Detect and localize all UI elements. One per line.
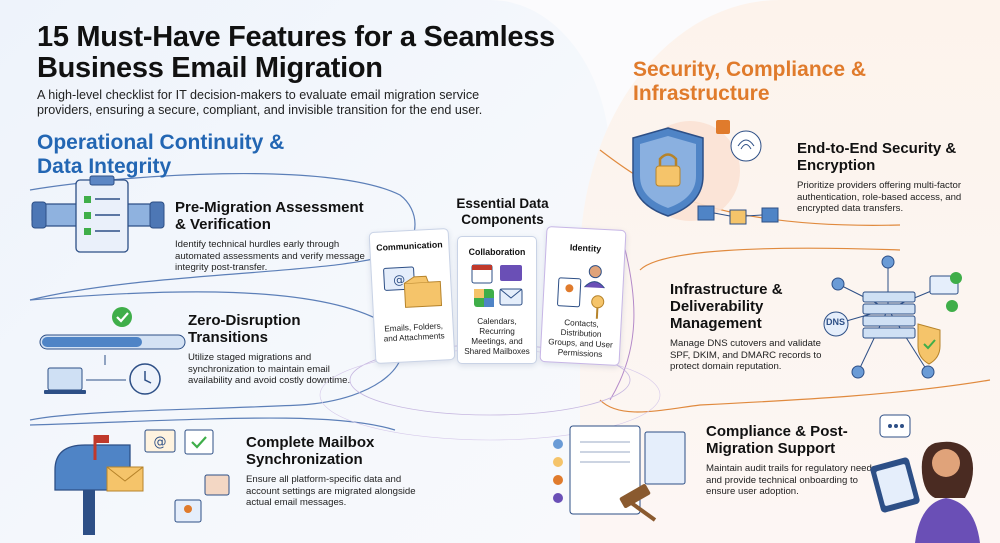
server-network-icon xyxy=(823,255,962,379)
dns-label: DNS xyxy=(826,317,846,327)
feature-title: Zero-Disruption Transitions xyxy=(188,312,301,346)
left-section-heading: Operational Continuity & Data Integrity xyxy=(37,131,285,178)
panel-identity: Identity Contacts, Distribution Groups, … xyxy=(539,225,627,367)
feature-title: End-to-End Security & Encryption xyxy=(797,140,957,174)
panel-desc: Calendars, Recurring Meetings, and Share… xyxy=(464,317,530,356)
feature-mailbox-sync: Complete Mailbox Synchronization Ensure … xyxy=(246,434,416,509)
panel-desc: Emails, Folders, and Attachments xyxy=(383,321,445,344)
essential-data-heading: Essential Data Components xyxy=(456,196,549,227)
feature-infrastructure: Infrastructure & Deliverability Manageme… xyxy=(670,281,830,373)
page-title: 15 Must-Have Features for a Seamless Bus… xyxy=(37,21,555,84)
panel-label: Identity xyxy=(569,242,602,254)
feature-title: Compliance & Post-Migration Support xyxy=(706,423,848,457)
feature-desc: Utilize staged migrations and synchroniz… xyxy=(188,352,351,386)
feature-title: Complete Mailbox Synchronization xyxy=(246,434,375,468)
feature-desc: Identify technical hurdles early through… xyxy=(175,239,365,273)
panel-collaboration: Collaboration Calendars, Recurring Meeti… xyxy=(457,236,537,364)
progress-laptop-clock-icon xyxy=(39,307,186,395)
page-subtitle: A high-level checklist for IT decision-m… xyxy=(37,88,483,117)
svg-text:@: @ xyxy=(154,435,167,450)
feature-title: Infrastructure & Deliverability Manageme… xyxy=(670,281,783,332)
feature-desc: Ensure all platform-specific data and ac… xyxy=(246,474,416,508)
feature-desc: Prioritize providers offering multi-fact… xyxy=(797,180,962,214)
feature-desc: Manage DNS cutovers and validate SPF, DK… xyxy=(670,338,822,372)
email-folder-icon: @ xyxy=(383,266,443,308)
documents-gavel-icon xyxy=(553,425,686,522)
calendar-meet-icon xyxy=(471,264,523,307)
person-tablet-icon xyxy=(870,414,980,543)
clipboard-pipe-icon xyxy=(31,175,165,253)
feature-zero-disruption: Zero-Disruption Transitions Utilize stag… xyxy=(188,312,368,387)
contacts-key-icon xyxy=(557,265,605,319)
shield-lock-icon xyxy=(632,120,779,225)
mailbox-icon: @ xyxy=(54,429,230,535)
panel-label: Collaboration xyxy=(468,247,526,257)
feature-desc: Maintain audit trails for regulatory nee… xyxy=(706,463,877,497)
feature-pre-migration: Pre-Migration Assessment & Verification … xyxy=(175,199,375,274)
panel-label: Communication xyxy=(375,239,443,253)
svg-text:@: @ xyxy=(393,272,406,287)
feature-title: Pre-Migration Assessment & Verification xyxy=(175,199,364,233)
feature-compliance: Compliance & Post-Migration Support Main… xyxy=(706,423,881,498)
feature-security: End-to-End Security & Encryption Priorit… xyxy=(797,140,987,215)
panel-communication: Communication @ Emails, Folders, and Att… xyxy=(368,227,456,365)
panel-desc: Contacts, Distribution Groups, and User … xyxy=(548,318,614,360)
right-section-heading: Security, Compliance & Infrastructure xyxy=(633,58,867,105)
